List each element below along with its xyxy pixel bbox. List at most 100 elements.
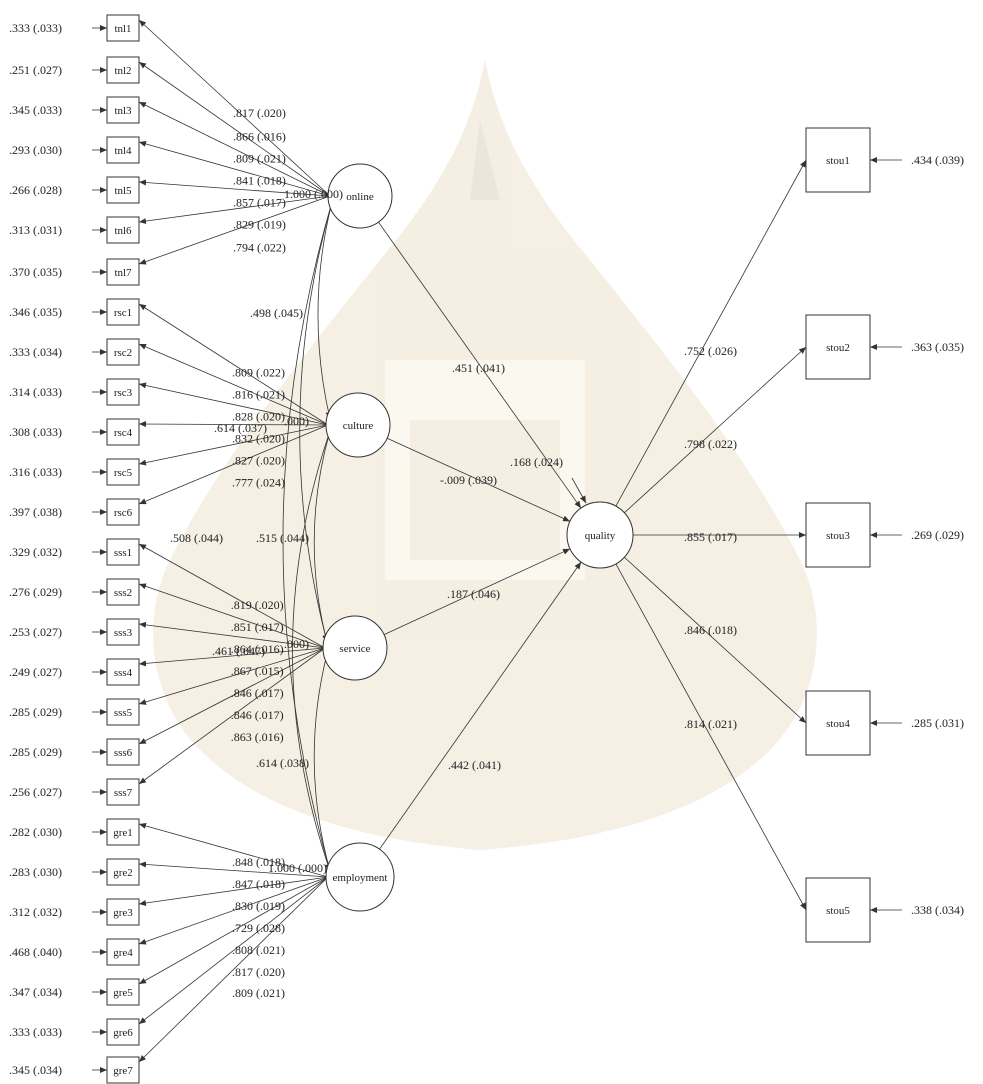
loading-path <box>138 647 326 667</box>
loading-path <box>138 621 326 649</box>
loading-label: .816 (.021) <box>232 387 285 401</box>
loading-label: .848 (.018) <box>232 855 285 869</box>
loading-label: .809 (.021) <box>233 151 286 165</box>
latent-culture[interactable] <box>325 392 391 458</box>
indicator-box[interactable] <box>106 1018 140 1046</box>
error-variance-label: .370 (.035) <box>9 265 62 279</box>
latent-employment[interactable] <box>325 842 395 912</box>
indicator-box[interactable] <box>106 658 140 686</box>
outcome-loading-label: .814 (.021) <box>684 717 737 731</box>
correlation-label: .515 (.044) <box>256 531 309 545</box>
loading-path <box>138 876 329 945</box>
loading-label: .867 (.015) <box>231 664 284 678</box>
outcome-loading-label: .855 (.017) <box>684 530 737 544</box>
error-variance-label: .346 (.035) <box>9 305 62 319</box>
indicator-box[interactable] <box>106 298 140 326</box>
latent-label: online <box>346 191 374 203</box>
loading-label: .847 (.018) <box>232 877 285 891</box>
indicator-box[interactable] <box>106 338 140 366</box>
indicator-box[interactable] <box>106 858 140 886</box>
indicator-label: rsc6 <box>114 507 133 519</box>
error-variance-label: .282 (.030) <box>9 825 62 839</box>
loading-path <box>138 303 329 426</box>
indicator-box[interactable] <box>106 738 140 766</box>
outcome-indicator-box[interactable] <box>805 690 871 756</box>
latent-label: employment <box>333 872 388 884</box>
path-coefficient-label: -.009 (.039) <box>440 473 497 487</box>
indicator-box[interactable] <box>106 14 140 42</box>
disturbance-label: .168 (.024) <box>510 455 563 469</box>
loading-label: .863 (.016) <box>231 730 284 744</box>
correlation-label: .508 (.044) <box>170 531 223 545</box>
indicator-box[interactable] <box>106 578 140 606</box>
latent-online[interactable] <box>327 163 393 229</box>
path-coefficient-label: .451 (.041) <box>452 361 505 375</box>
indicator-label: rsc1 <box>114 307 132 319</box>
indicator-box[interactable] <box>106 938 140 966</box>
indicator-box[interactable] <box>106 458 140 486</box>
indicator-box[interactable] <box>106 498 140 526</box>
indicator-box[interactable] <box>106 418 140 446</box>
outcome-indicator-box[interactable] <box>805 127 871 193</box>
correlation-path <box>299 194 337 643</box>
outcome-error-label: .434 (.039) <box>911 153 964 167</box>
path-coefficient-label: .442 (.041) <box>448 758 501 772</box>
latent-service[interactable] <box>322 615 388 681</box>
indicator-label: tnl1 <box>114 23 131 35</box>
indicator-label: sss5 <box>114 707 133 719</box>
indicator-label: gre3 <box>113 907 133 919</box>
indicator-box[interactable] <box>106 898 140 926</box>
outcome-loading-label: .752 (.026) <box>684 344 737 358</box>
indicator-box[interactable] <box>106 618 140 646</box>
loading-label: .866 (.016) <box>233 129 286 143</box>
loading-label: .846 (.017) <box>231 686 284 700</box>
indicator-box[interactable] <box>106 56 140 84</box>
indicator-label: tnl5 <box>114 185 132 197</box>
indicator-box[interactable] <box>106 698 140 726</box>
loading-label: .851 (.017) <box>231 620 284 634</box>
loading-path <box>138 543 326 649</box>
indicator-box[interactable] <box>106 136 140 164</box>
outcome-indicator-box[interactable] <box>805 502 871 568</box>
indicator-box[interactable] <box>106 258 140 286</box>
indicator-box[interactable] <box>106 96 140 124</box>
outcome-indicator-label: stou5 <box>826 905 850 917</box>
structural-path <box>383 548 571 635</box>
indicator-box[interactable] <box>106 978 140 1006</box>
outcome-error-label: .363 (.035) <box>911 340 964 354</box>
outcome-indicator-label: stou4 <box>826 718 850 730</box>
latent-quality[interactable] <box>566 501 634 569</box>
correlation-label: .498 (.045) <box>250 306 303 320</box>
outcome-loading-path <box>615 159 807 507</box>
indicator-box[interactable] <box>106 216 140 244</box>
loading-path <box>138 647 326 785</box>
error-variance-label: .285 (.029) <box>9 745 62 759</box>
loading-path <box>138 141 331 197</box>
loading-path <box>138 876 329 1063</box>
indicator-box[interactable] <box>106 378 140 406</box>
loading-path <box>138 343 329 426</box>
loading-path <box>138 61 331 197</box>
loading-label: .864 (.016) <box>231 642 284 656</box>
indicator-box[interactable] <box>106 818 140 846</box>
outcome-indicator-box[interactable] <box>805 877 871 943</box>
loading-label: .857 (.017) <box>233 195 286 209</box>
indicator-label: sss4 <box>114 667 133 679</box>
error-variance-label: .329 (.032) <box>9 545 62 559</box>
indicator-label: sss6 <box>114 747 133 759</box>
loading-label: .817 (.020) <box>232 965 285 979</box>
indicator-box[interactable] <box>106 1056 140 1084</box>
indicator-label: gre6 <box>113 1027 133 1039</box>
loading-path <box>138 179 331 197</box>
outcome-indicator-box[interactable] <box>805 314 871 380</box>
loading-label: .828 (.020) <box>232 409 285 423</box>
indicator-box[interactable] <box>106 778 140 806</box>
indicator-box[interactable] <box>106 176 140 204</box>
outcome-indicator-label: stou1 <box>826 155 850 167</box>
indicator-box[interactable] <box>106 538 140 566</box>
loading-path <box>138 195 331 225</box>
variance-label: 1.000 (.000) <box>268 861 327 875</box>
path-coefficient-label: .187 (.046) <box>447 587 500 601</box>
error-variance-label: .249 (.027) <box>9 665 62 679</box>
loading-label: .777 (.024) <box>232 475 285 489</box>
